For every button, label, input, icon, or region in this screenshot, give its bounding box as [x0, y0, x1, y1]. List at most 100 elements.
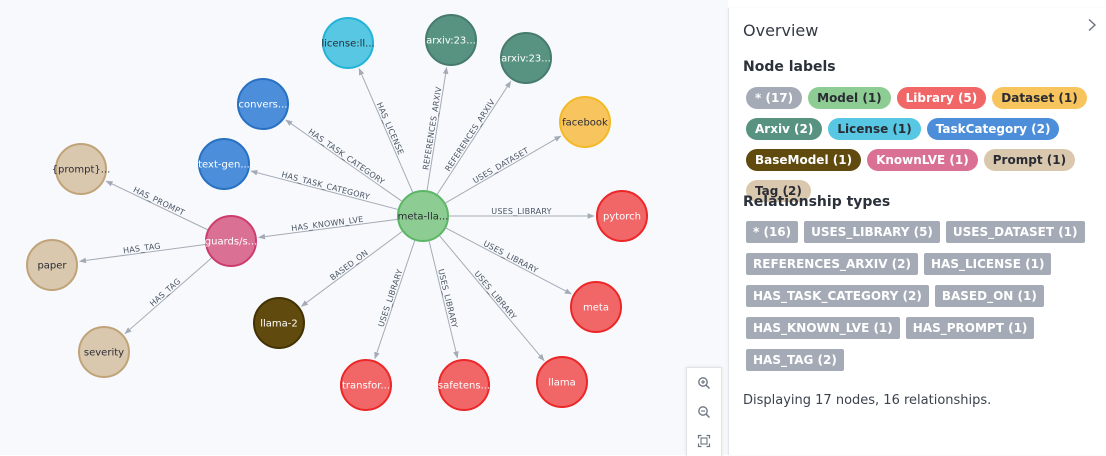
zoom-out-button[interactable] [687, 397, 721, 426]
node-circle[interactable] [559, 96, 611, 148]
edge-label: HAS_TASK_CATEGORY [307, 127, 387, 186]
graph-node-license[interactable]: license:ll... [321, 17, 375, 69]
edge-line[interactable] [285, 119, 402, 202]
edge-line[interactable] [428, 241, 459, 359]
relationship-type-chip[interactable]: HAS_PROMPT (1) [905, 317, 1035, 339]
edge-line[interactable] [358, 68, 414, 193]
graph-node-safetens[interactable]: safetens... [438, 359, 490, 411]
edge-line[interactable] [374, 240, 416, 360]
graph-node-arxiv1[interactable]: arxiv:23... [425, 14, 477, 66]
node-label-chip[interactable]: BaseModel (1) [746, 149, 862, 171]
node-circle[interactable] [237, 78, 289, 130]
relationship-edge[interactable]: HAS_TAG [79, 241, 206, 264]
graph-node-facebook[interactable]: facebook [559, 96, 611, 148]
collapse-panel-button[interactable] [1083, 14, 1101, 36]
graph-node-convers[interactable]: convers... [237, 78, 289, 130]
relationship-type-chip[interactable]: HAS_KNOWN_LVE (1) [746, 317, 900, 339]
node-circle[interactable] [536, 356, 588, 408]
node-circle[interactable] [253, 297, 305, 349]
edge-line[interactable] [436, 80, 512, 195]
edge-line[interactable] [258, 218, 398, 240]
edge-label: HAS_KNOWN_LVE [291, 215, 364, 233]
relationship-edge[interactable]: USES_LIBRARY [439, 235, 545, 362]
relationship-edge[interactable]: HAS_TAG [124, 257, 212, 335]
relationship-type-chip[interactable]: USES_DATASET (1) [945, 221, 1085, 243]
graph-node-severity[interactable]: severity [78, 326, 130, 378]
node-label: facebook [562, 118, 608, 129]
fit-screen-button[interactable] [687, 426, 721, 455]
edge-label: BASED_ON [328, 248, 370, 282]
relationship-edge[interactable]: HAS_KNOWN_LVE [258, 215, 398, 240]
node-circle[interactable] [205, 215, 257, 267]
node-label-chip[interactable]: TaskCategory (2) [926, 118, 1060, 140]
graph-node-center[interactable]: meta-lla... [397, 190, 449, 242]
node-circle[interactable] [55, 143, 107, 195]
node-label-chip[interactable]: Model (1) [808, 87, 891, 109]
graph-node-llama2[interactable]: llama-2 [253, 297, 305, 349]
edge-line[interactable] [300, 231, 403, 307]
edge-line[interactable] [124, 257, 212, 335]
edge-label: HAS_PROMPT [132, 185, 186, 217]
node-circle[interactable] [570, 281, 622, 333]
node-circle[interactable] [78, 326, 130, 378]
node-label: arxiv:23... [501, 54, 551, 65]
edge-label: USES_LIBRARY [491, 207, 551, 216]
relationship-type-chip[interactable]: REFERENCES_ARXIV (2) [746, 253, 918, 275]
node-circle[interactable] [26, 239, 78, 291]
graph-node-llama[interactable]: llama [536, 356, 588, 408]
edge-line[interactable] [250, 169, 398, 210]
node-label: meta-lla... [398, 212, 449, 223]
node-label: guards/s... [205, 237, 257, 248]
node-circle[interactable] [397, 190, 449, 242]
relationship-type-chip[interactable]: * (16) [746, 221, 799, 243]
node-label-chip[interactable]: Tag (2) [746, 180, 811, 202]
graph-node-arxiv2[interactable]: arxiv:23... [500, 32, 552, 84]
node-label-chip[interactable]: * (17) [746, 87, 803, 109]
node-circle[interactable] [596, 190, 648, 242]
node-label: severity [84, 348, 124, 359]
zoom-in-button[interactable] [687, 368, 721, 397]
edge-line[interactable] [445, 135, 562, 204]
node-label-chip[interactable]: Library (5) [896, 87, 987, 109]
relationship-edge[interactable]: USES_LIBRARY [374, 240, 416, 360]
node-circle[interactable] [198, 138, 250, 190]
node-label-chip[interactable]: Prompt (1) [983, 149, 1076, 171]
edge-line[interactable] [439, 235, 545, 362]
chevron-right-icon [1088, 18, 1097, 32]
edge-line[interactable] [79, 243, 206, 264]
edge-line[interactable] [426, 66, 449, 191]
graph-node-meta[interactable]: meta [570, 281, 622, 333]
relationship-type-chip[interactable]: HAS_TAG (2) [746, 349, 844, 371]
relationship-edge[interactable]: REFERENCES_ARXIV [421, 66, 449, 191]
node-circle[interactable] [340, 359, 392, 411]
node-label: pytorch [603, 212, 641, 223]
graph-node-prompt[interactable]: {prompt}... [52, 143, 111, 195]
node-circle[interactable] [500, 32, 552, 84]
node-circle[interactable] [425, 14, 477, 66]
edge-label: HAS_TASK_CATEGORY [281, 170, 371, 202]
graph-node-textgen[interactable]: text-gen... [198, 138, 250, 190]
graph-node-paper[interactable]: paper [26, 239, 78, 291]
fit-screen-icon [697, 434, 711, 447]
node-circle[interactable] [322, 17, 374, 69]
node-label-chip[interactable]: KnownLVE (1) [867, 149, 978, 171]
relationship-edge[interactable]: HAS_PROMPT [105, 180, 208, 231]
node-circle[interactable] [438, 359, 490, 411]
node-label-chip[interactable]: License (1) [828, 118, 921, 140]
relationship-edge[interactable]: USES_LIBRARY [449, 207, 595, 219]
relationship-type-chip[interactable]: USES_LIBRARY (5) [804, 221, 940, 243]
node-label-chip[interactable]: Dataset (1) [992, 87, 1087, 109]
node-label-chip[interactable]: Arxiv (2) [746, 118, 823, 140]
relationship-edge[interactable]: USES_LIBRARY [428, 241, 459, 359]
edge-line[interactable] [105, 180, 208, 231]
relationship-type-chip[interactable]: HAS_TASK_CATEGORY (2) [746, 285, 929, 307]
edge-line[interactable] [445, 227, 572, 295]
graph-node-guards[interactable]: guards/s... [205, 215, 257, 267]
relationship-type-chip[interactable]: BASED_ON (1) [934, 285, 1044, 307]
graph-node-pytorch[interactable]: pytorch [596, 190, 648, 242]
graph-node-transfor[interactable]: transfor... [340, 359, 392, 411]
relationship-edge[interactable]: USES_LIBRARY [445, 227, 572, 295]
relationship-type-chip[interactable]: HAS_LICENSE (1) [924, 253, 1052, 275]
